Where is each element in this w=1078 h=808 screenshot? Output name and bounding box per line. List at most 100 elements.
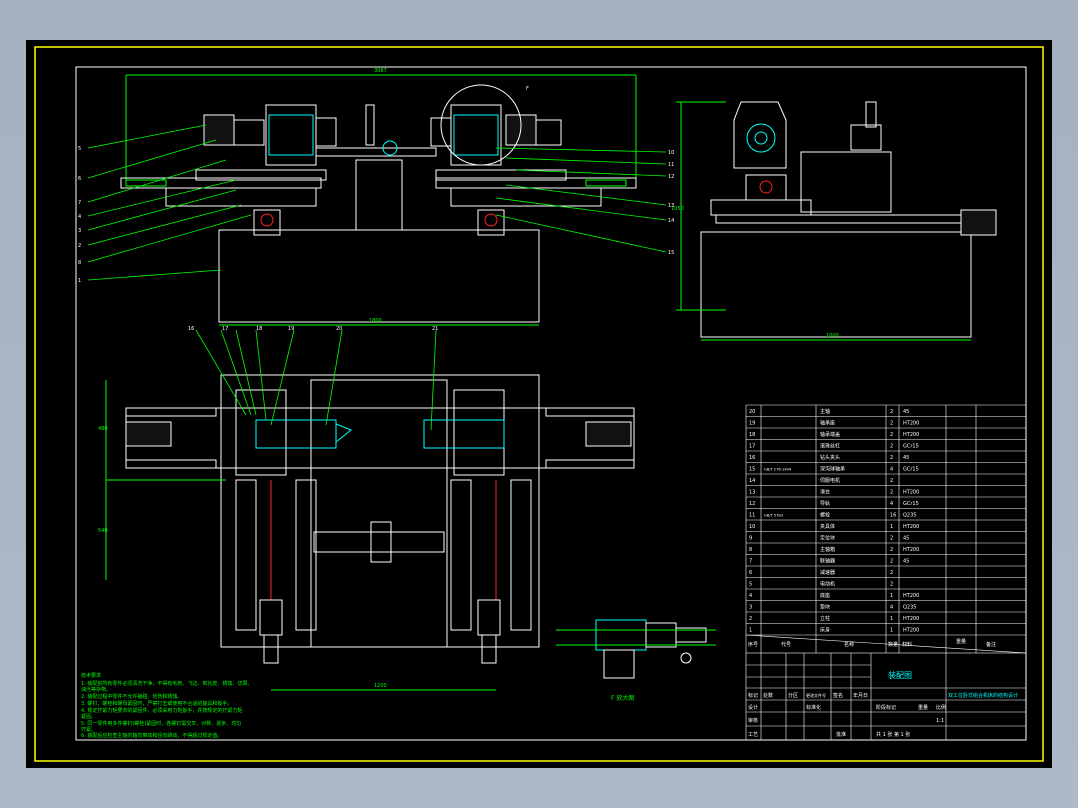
callout-label: 3 [78, 228, 81, 234]
dim-side-width: 1000 [826, 333, 839, 339]
bom-cell-qty: 1 [890, 628, 893, 634]
bom-cell-mat: HT200 [903, 524, 919, 530]
product-name: 双工位卧式组合机床的结构设计 [948, 692, 1018, 699]
callout-label: 2 [78, 243, 81, 249]
bom-header-name: 名称 [844, 641, 854, 648]
callout-label: 18 [256, 326, 262, 332]
bom-cell-name: 定位块 [820, 535, 835, 542]
callout-label: 16 [188, 326, 194, 332]
bom-cell-qty: 2 [890, 409, 893, 415]
bom-cell-mat: Q235 [903, 513, 916, 519]
bom-cell-name: 钻头夹头 [820, 454, 840, 461]
bom-cell-mat: Q235 [903, 605, 916, 611]
bom-cell-name: 立柱 [820, 615, 830, 622]
bom-cell-mat: HT200 [903, 616, 919, 622]
tech-note-line: 5. 同一零件用多件螺钉(螺栓)紧固时，各螺钉需交叉、对称、逐步、均匀 [81, 720, 241, 727]
bom-cell-no: 4 [749, 593, 752, 599]
bom-cell-mat: HT200 [903, 628, 919, 634]
detail-view [556, 619, 716, 679]
callout-label: 20 [336, 326, 342, 332]
title-block-text: 装配图 双工位卧式组合机床的结构设计 标记 处数 分区 更改文件号 签名 年月日… [748, 670, 1018, 738]
callout-label: 1 [78, 278, 81, 284]
bom-cell-name: 滚珠丝杠 [820, 443, 840, 450]
bom-cell-qty: 2 [890, 490, 893, 496]
bom-cell-name: 夹具体 [820, 523, 835, 530]
bom-cell-qty: 2 [890, 536, 893, 542]
callout-label: 11 [668, 162, 674, 168]
bom-cell-qty: 4 [890, 467, 893, 473]
callout-label: 5 [78, 146, 81, 152]
bom-cell-qty: 2 [890, 421, 893, 427]
bom-cell-mat: 45 [903, 536, 909, 542]
sheet-count: 共 1 张 第 1 张 [876, 731, 910, 738]
bom-cell-name: 滑台 [820, 489, 830, 496]
bom-cell-no: 2 [749, 616, 752, 622]
callout-label: 12 [668, 174, 674, 180]
bom-cell-mat: 45 [903, 409, 909, 415]
bom-cell-mat: HT200 [903, 490, 919, 496]
dim-label: 1200 [374, 683, 387, 689]
bom-cell-no: 5 [749, 582, 752, 588]
top-view [105, 329, 635, 691]
tech-note-line: 拧紧。 [81, 726, 96, 733]
front-view-labels: 3087 1800 5 6 7 4 3 2 8 1 10 11 12 13 14… [78, 68, 674, 324]
bom-cell-name: 底座 [820, 592, 830, 599]
title-block [745, 652, 1027, 741]
drawing-canvas[interactable]: 3087 1800 5 6 7 4 3 2 8 1 10 11 12 13 14… [26, 40, 1052, 768]
tech-note-line: 2. 装配过程中零件不允许磕碰、划伤和锈蚀。 [81, 693, 182, 700]
title-label: 处数 [763, 692, 773, 699]
bom-header-mat: 材料 [902, 641, 912, 648]
bom-cell-name: 深沟球轴承 [820, 466, 845, 473]
bom-cell-no: 18 [749, 432, 755, 438]
bom-cell-no: 1 [749, 628, 752, 634]
inner-frame [75, 66, 1027, 741]
callout-label: 15 [668, 250, 674, 256]
callout-label: 10 [668, 150, 674, 156]
title-label: 分区 [788, 692, 798, 699]
bom-cell-mat: HT200 [903, 547, 919, 553]
stage-label: 阶段标记 [876, 704, 896, 711]
bom-cell-name: 主轴 [820, 408, 830, 415]
drawing-name: 装配图 [888, 670, 912, 680]
dim-label: 480 [98, 426, 108, 432]
bom-cell-mat: 45 [903, 559, 909, 565]
bom-cell-name: 伺服电机 [820, 477, 840, 484]
bom-cell-name: 螺栓 [820, 512, 830, 519]
bom-cell-name: 导轨 [820, 500, 830, 507]
weight-label: 重量 [918, 704, 928, 711]
bom-cell-no: 7 [749, 559, 752, 565]
bom-cell-qty: 2 [890, 582, 893, 588]
assembly-drawing: 3087 1800 5 6 7 4 3 2 8 1 10 11 12 13 14… [34, 46, 1044, 762]
dim-base-length: 1800 [369, 318, 382, 324]
callout-label: 21 [432, 326, 438, 332]
dim-side-height: 1050 [671, 206, 684, 212]
bom-cell-name: 轴承端盖 [820, 431, 840, 438]
scale-value: 1:1 [936, 718, 944, 724]
tech-note-line: 油污等杂物。 [81, 686, 111, 693]
callout-label: 13 [668, 203, 674, 209]
role-label: 批准 [836, 731, 846, 738]
bom-cell-code: GB/T 276-1994 [764, 468, 792, 472]
standardization-label: 标准化 [806, 704, 821, 711]
bom-cell-no: 20 [749, 409, 755, 415]
top-view-labels: 16 17 18 19 20 21 480 540 1200 [98, 326, 438, 689]
detail-view-label: F 放大图 [611, 694, 634, 702]
callout-label: 19 [288, 326, 294, 332]
bom-cell-mat: GCr15 [903, 467, 919, 473]
callout-label: 7 [78, 200, 81, 206]
title-label: 更改文件号 [806, 692, 826, 698]
bom-cell-no: 13 [749, 490, 755, 496]
bom-cell-no: 11 [749, 513, 755, 519]
bom-cell-no: 12 [749, 501, 755, 507]
bom-cell-qty: 2 [890, 455, 893, 461]
bom-cell-name: 减速器 [820, 569, 835, 576]
tech-note-line: 4. 规定拧紧力矩要求的紧固件，必须采用力矩扳手，并按规定的拧紧力矩 [81, 707, 242, 714]
bom-cell-qty: 2 [890, 559, 893, 565]
bom-cell-no: 10 [749, 524, 755, 530]
bom-cell-no: 8 [749, 547, 752, 553]
tech-note-line: 1. 装配前所有零件必须清洗干净，不得有毛刺、飞边、氧化皮、锈蚀、切屑、 [81, 680, 252, 687]
bom-cell-code: GB/T 5783 [764, 514, 783, 518]
bom-cell-name: 联轴器 [820, 558, 835, 565]
